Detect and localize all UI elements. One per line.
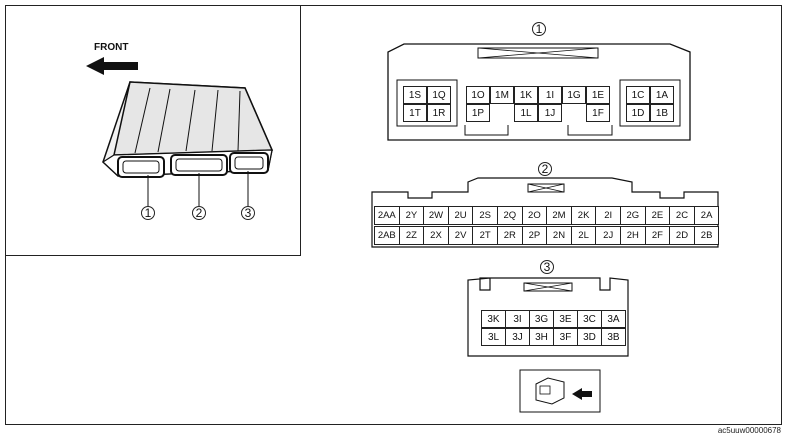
pin-3C: 3C — [577, 310, 602, 328]
figure-caption: ac5uuw00000678 — [717, 426, 781, 435]
pin-2AB: 2AB — [374, 226, 400, 245]
pin-1F: 1F — [586, 104, 610, 122]
pin-3K: 3K — [481, 310, 506, 328]
pin-3A: 3A — [601, 310, 626, 328]
pin-2F: 2F — [644, 226, 671, 245]
pin-1K: 1K — [514, 86, 538, 104]
callout-connector-3: 3 — [540, 260, 554, 274]
pin-2N: 2N — [546, 226, 572, 245]
pin-1I: 1I — [538, 86, 562, 104]
callout-2: 2 — [192, 206, 206, 220]
pin-3G: 3G — [529, 310, 554, 328]
callout-connector-2: 2 — [538, 162, 552, 176]
pin-2P: 2P — [521, 226, 548, 245]
pin-1R: 1R — [427, 104, 451, 122]
front-arrow-icon — [86, 57, 138, 75]
pin-3E: 3E — [553, 310, 578, 328]
callout-1: 1 — [141, 206, 155, 220]
pin-2Z: 2Z — [398, 226, 425, 245]
pin-1E: 1E — [586, 86, 610, 104]
pin-1Q: 1Q — [427, 86, 451, 104]
pin-2AA: 2AA — [374, 206, 400, 225]
front-label: FRONT — [94, 42, 129, 53]
pin-3J: 3J — [505, 328, 530, 346]
panel-divider-horizontal — [5, 255, 301, 256]
pin-3H: 3H — [529, 328, 554, 346]
pin-2I: 2I — [595, 206, 621, 225]
pin-2K: 2K — [570, 206, 597, 225]
panel-divider — [300, 5, 301, 255]
pin-2T: 2T — [472, 226, 498, 245]
pin-1L: 1L — [514, 104, 538, 122]
pin-2S: 2S — [472, 206, 498, 225]
pin-2D: 2D — [669, 226, 695, 245]
pin-2Q: 2Q — [497, 206, 523, 225]
pin-1D: 1D — [626, 104, 650, 122]
pin-2M: 2M — [546, 206, 572, 225]
callout-3: 3 — [241, 206, 255, 220]
pin-2Y: 2Y — [398, 206, 425, 225]
pin-2R: 2R — [497, 226, 523, 245]
pin-1G: 1G — [562, 86, 586, 104]
figure-frame — [5, 5, 782, 425]
pin-3D: 3D — [577, 328, 602, 346]
pin-2J: 2J — [595, 226, 621, 245]
pin-2A: 2A — [693, 206, 720, 225]
pin-3B: 3B — [601, 328, 626, 346]
pin-1J: 1J — [538, 104, 562, 122]
pin-2H: 2H — [620, 226, 646, 245]
pin-1O: 1O — [466, 86, 490, 104]
pin-1A: 1A — [650, 86, 674, 104]
pin-1C: 1C — [626, 86, 650, 104]
pin-3L: 3L — [481, 328, 506, 346]
pin-2E: 2E — [644, 206, 671, 225]
pin-2C: 2C — [669, 206, 695, 225]
pin-1T: 1T — [403, 104, 427, 122]
pin-2V: 2V — [447, 226, 474, 245]
pin-2L: 2L — [570, 226, 597, 245]
pin-1B: 1B — [650, 104, 674, 122]
view-arrow-icon — [572, 388, 592, 400]
pin-2W: 2W — [423, 206, 449, 225]
pin-2O: 2O — [521, 206, 548, 225]
pin-1P: 1P — [466, 104, 490, 122]
pin-3F: 3F — [553, 328, 578, 346]
pin-1M: 1M — [490, 86, 514, 104]
callout-connector-1: 1 — [532, 22, 546, 36]
pin-2B: 2B — [693, 226, 720, 245]
pin-2G: 2G — [620, 206, 646, 225]
pin-3I: 3I — [505, 310, 530, 328]
pin-2X: 2X — [423, 226, 449, 245]
pin-1S: 1S — [403, 86, 427, 104]
pin-2U: 2U — [447, 206, 474, 225]
